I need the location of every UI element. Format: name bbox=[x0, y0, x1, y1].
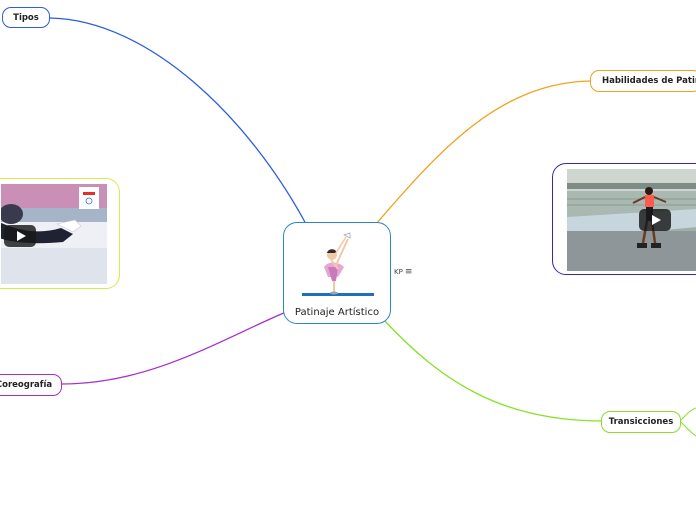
topic-transiciones-label: Transicciones bbox=[608, 417, 674, 427]
video-thumbnail-right bbox=[567, 169, 696, 271]
connector-habilidades bbox=[375, 80, 593, 225]
central-topic[interactable]: Patinaje Artístico bbox=[283, 222, 391, 324]
notes-marker-label: KP bbox=[394, 268, 403, 276]
connector-tipos bbox=[49, 17, 307, 225]
video-card-right[interactable] bbox=[552, 163, 696, 275]
play-button-left[interactable] bbox=[4, 225, 36, 247]
topic-tipos[interactable]: Tipos bbox=[2, 7, 50, 28]
topic-habilidades-label: Habilidades de Patinaje bbox=[602, 76, 696, 86]
figure-skater-image bbox=[302, 232, 374, 296]
topic-tipos-label: Tipos bbox=[13, 12, 39, 23]
central-topic-title: Patinaje Artístico bbox=[294, 307, 380, 318]
topic-coreografia-label: Coreografía bbox=[0, 380, 53, 390]
connector-transiciones-sub-2 bbox=[679, 420, 696, 437]
topic-transiciones[interactable]: Transicciones bbox=[601, 411, 681, 433]
notes-marker[interactable]: KP≡ bbox=[394, 267, 412, 277]
topic-coreografia[interactable]: Coreografía bbox=[0, 374, 62, 396]
video-card-left[interactable] bbox=[0, 178, 120, 289]
topic-habilidades[interactable]: Habilidades de Patinaje bbox=[590, 70, 696, 92]
connector-coreografia bbox=[61, 311, 287, 385]
connector-transiciones bbox=[383, 319, 603, 422]
connector-transiciones-sub-1 bbox=[679, 407, 696, 422]
menu-icon[interactable]: ≡ bbox=[404, 267, 413, 277]
play-button-right[interactable] bbox=[639, 209, 671, 231]
